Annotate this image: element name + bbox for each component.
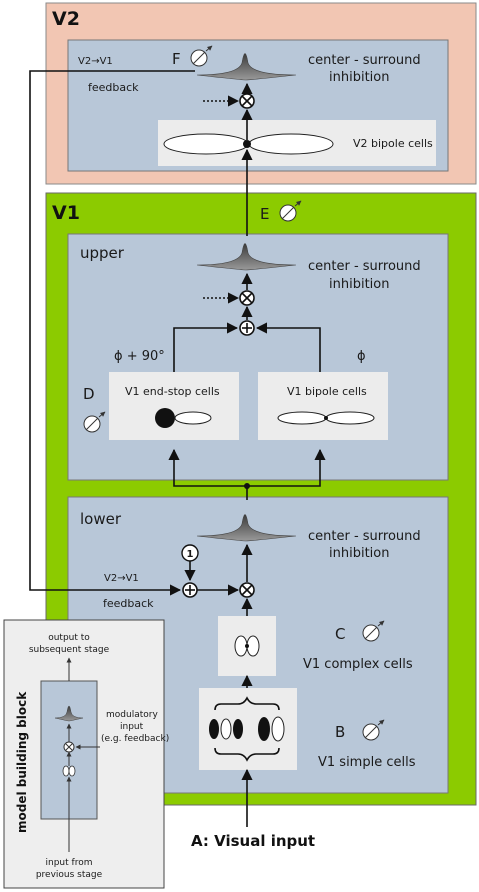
simple-adjustable-icon (362, 719, 385, 741)
lower-gaussian-icon (196, 514, 297, 542)
legend-input-line2: previous stage (36, 870, 103, 880)
complex-label: V1 complex cells (303, 657, 413, 672)
phase-right-label: ϕ (357, 349, 366, 364)
upper-csi-line2: inhibition (329, 277, 389, 292)
endstop-box (109, 372, 239, 440)
visual-input-label: A: Visual input (191, 832, 315, 850)
upper-csi-line1: center - surround (308, 259, 421, 274)
lower-title: lower (80, 510, 122, 528)
constant-one-node: 1 (181, 544, 199, 562)
lower-multiply-node (239, 582, 255, 598)
v2-letter-f: F (172, 50, 181, 68)
legend-output-line1: output to (48, 633, 90, 643)
complex-adjustable-icon (362, 620, 385, 642)
simple-label: V1 simple cells (318, 755, 416, 770)
v2-gaussian-icon (196, 53, 297, 81)
v2-feedback-label: feedback (88, 81, 139, 94)
v1-bipole-lobe-right (325, 411, 375, 425)
legend-input-line1: input from (46, 858, 93, 868)
endstop-center (155, 408, 175, 428)
v2-adjustable-icon (190, 45, 213, 67)
legend-mod-line2: input (120, 722, 144, 732)
v2-multiply-node (239, 93, 255, 109)
upper-title: upper (80, 244, 125, 262)
upper-split-node (244, 483, 250, 489)
upper-multiply-node (239, 290, 255, 306)
v2-title: V2 (52, 8, 80, 30)
lower-letter-b: B (335, 723, 345, 741)
upper-letter-d: D (83, 385, 95, 403)
feedback-line (29, 70, 195, 596)
lower-feedback-arrow-label: V2→V1 (104, 573, 139, 584)
lower-letter-c: C (335, 625, 345, 643)
v1-title: V1 (52, 202, 80, 224)
legend-title: model building block (15, 691, 29, 833)
upper-gaussian-icon (196, 243, 297, 271)
upper-sum-node (239, 320, 255, 336)
v1-letter-e: E (260, 205, 269, 223)
v1-bipole-lobe-left (277, 411, 327, 425)
v2-bipole-lobe-right (248, 133, 334, 155)
phase-left-label: ϕ + 90° (114, 349, 165, 364)
lower-feedback-label: feedback (103, 597, 154, 610)
v1-bipole-label: V1 bipole cells (287, 385, 367, 398)
upper-adjustable-icon (83, 411, 106, 433)
v2-csi-line1: center - surround (308, 53, 421, 68)
legend-mod-line1: modulatory (106, 710, 158, 720)
lower-sum-node (182, 582, 198, 598)
v2-bipole-node (243, 140, 251, 148)
endstop-tail (174, 411, 212, 425)
lower-csi-line1: center - surround (308, 529, 421, 544)
v2-feedback-arrow-label: V2→V1 (78, 56, 113, 67)
v2-bipole-lobe-left (163, 133, 249, 155)
v1-adjustable-icon (279, 200, 302, 222)
v1-bipole-box (258, 372, 388, 440)
constant-one-label: 1 (187, 549, 194, 560)
v2-bipole-label: V2 bipole cells (353, 137, 433, 150)
endstop-label: V1 end-stop cells (125, 385, 220, 398)
legend-mod-line3: (e.g. feedback) (101, 734, 169, 744)
legend-output-line2: subsequent stage (29, 645, 110, 655)
v2-csi-line2: inhibition (329, 70, 389, 85)
lower-csi-line2: inhibition (329, 546, 389, 561)
legend-multiply-icon (63, 741, 75, 753)
